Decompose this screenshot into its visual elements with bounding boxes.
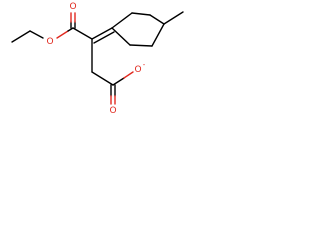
structural-formula: O O O - O	[11, 2, 184, 116]
bond-carbonyl-alkene	[72, 27, 93, 40]
bond-ring-6	[111, 27, 131, 46]
bond-ring-4	[151, 23, 165, 47]
carboxylate-charge-label: -	[143, 61, 146, 69]
bond-ch2-carboxylate	[91, 71, 114, 86]
bond-ether-o-carbonyl-c	[67, 27, 74, 32]
carboxylate-anion-oxygen-label: O	[134, 65, 141, 75]
bond-ethyl-ch3	[11, 30, 31, 43]
bond-ring-1	[111, 12, 133, 29]
bond-carboxylate-o-minus-2	[123, 71, 134, 79]
bond-ether-o-carbonyl	[56, 30, 69, 39]
bond-ring-5	[129, 44, 153, 47]
ester-ether-oxygen-label: O	[46, 37, 53, 47]
bond-methyl	[163, 11, 184, 25]
ester-carbonyl-oxygen-label: O	[69, 2, 76, 12]
bond-exocyclic-a	[91, 27, 113, 40]
bond-ethyl-ch2	[29, 30, 44, 39]
carboxylate-carbonyl-oxygen-label: O	[109, 106, 116, 116]
bond-exocyclic-b	[93, 31, 115, 44]
bond-ring-2	[131, 12, 151, 16]
bond-ring-3	[149, 14, 165, 25]
bond-carboxylate-o-minus-1	[112, 77, 125, 86]
